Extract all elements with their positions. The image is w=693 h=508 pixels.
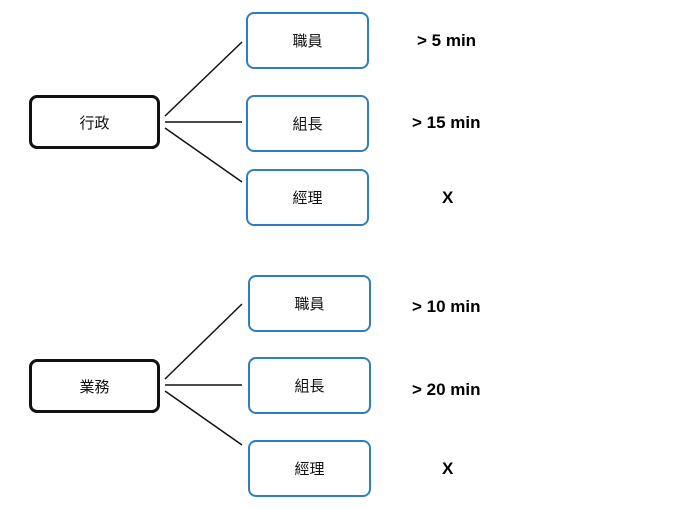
role-box: 經理 bbox=[248, 440, 371, 497]
role-box: 組長 bbox=[248, 357, 371, 414]
threshold-value: X bbox=[442, 188, 454, 207]
role-label: 經理 bbox=[292, 189, 323, 207]
department-label: 業務 bbox=[79, 377, 110, 396]
connector-line bbox=[164, 303, 243, 380]
threshold-value: > 10 min bbox=[412, 297, 481, 316]
threshold-value: > 15 min bbox=[412, 113, 481, 132]
role-box: 職員 bbox=[246, 12, 369, 69]
department-box: 業務 bbox=[29, 359, 160, 413]
connector-line bbox=[164, 390, 243, 446]
threshold-value: X bbox=[442, 459, 454, 478]
connector-line bbox=[164, 41, 243, 117]
department-label: 行政 bbox=[79, 113, 110, 132]
role-label: 經理 bbox=[294, 460, 325, 478]
connector-line bbox=[164, 127, 243, 183]
threshold-value: > 20 min bbox=[412, 380, 481, 399]
threshold-value: > 5 min bbox=[417, 31, 477, 50]
role-label: 組長 bbox=[294, 377, 325, 395]
role-label: 職員 bbox=[292, 32, 323, 50]
role-label: 職員 bbox=[294, 295, 325, 313]
role-label: 組長 bbox=[292, 115, 323, 133]
role-box: 經理 bbox=[246, 169, 369, 226]
role-box: 組長 bbox=[246, 95, 369, 152]
role-box: 職員 bbox=[248, 275, 371, 332]
department-box: 行政 bbox=[29, 95, 160, 149]
